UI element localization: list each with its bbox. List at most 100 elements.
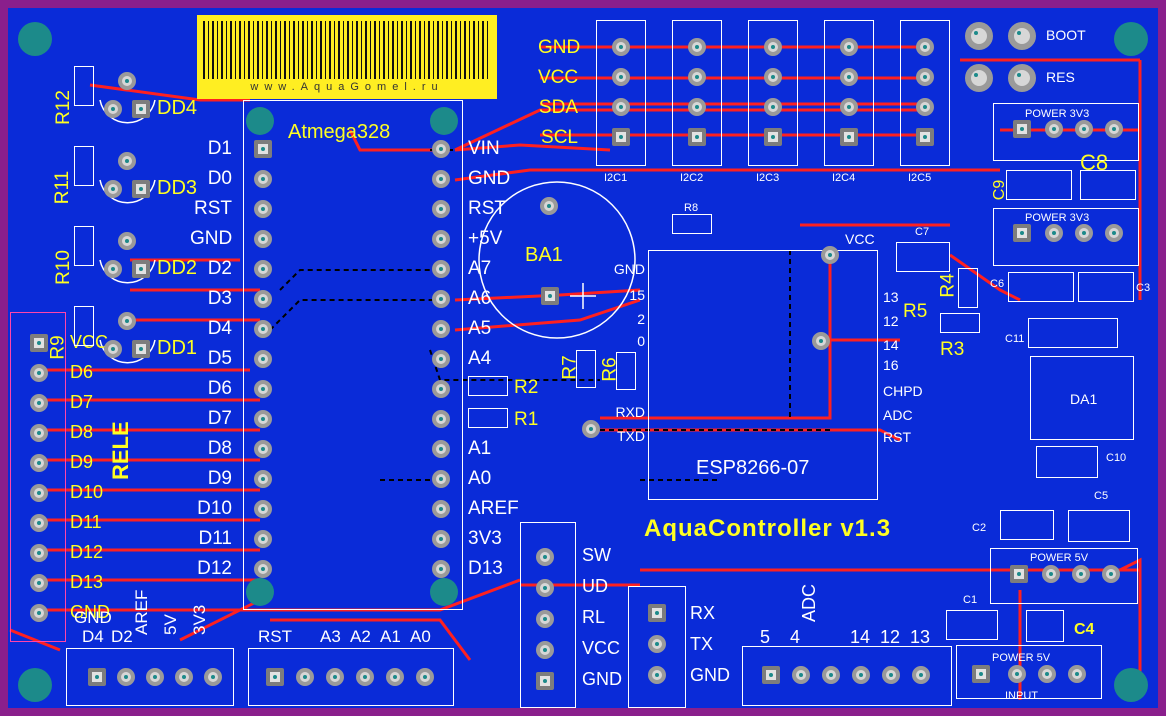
pin-pad bbox=[1075, 224, 1093, 242]
header-label: VCC bbox=[582, 638, 621, 658]
pin-pad bbox=[648, 666, 666, 684]
pin-pad bbox=[688, 38, 706, 56]
resistor-label: R10 bbox=[52, 250, 74, 285]
i2c-label: I2C1 bbox=[604, 172, 628, 184]
pin-pad bbox=[812, 332, 830, 350]
power-module bbox=[993, 103, 1139, 161]
pin-pad bbox=[30, 604, 48, 622]
i2c-pin-label: VCC bbox=[538, 67, 579, 88]
header-label: TX bbox=[690, 634, 714, 654]
mcu-pin-label: D4 bbox=[207, 318, 232, 339]
pin-pad bbox=[88, 668, 106, 686]
pin-pad bbox=[296, 668, 314, 686]
esp-pin-label: 15 bbox=[629, 287, 645, 303]
pin-pad bbox=[688, 68, 706, 86]
header-label: A3 bbox=[320, 627, 341, 646]
capacitor-outline bbox=[1078, 272, 1134, 302]
pin-pad bbox=[30, 334, 48, 352]
pin-pad bbox=[1038, 665, 1056, 683]
resistor-outline bbox=[468, 376, 508, 396]
mcu-pin-label: A7 bbox=[468, 258, 492, 279]
pin-pad bbox=[916, 68, 934, 86]
rele-pin-label: D12 bbox=[70, 542, 104, 562]
pin-pad bbox=[916, 38, 934, 56]
pin-pad bbox=[432, 560, 450, 578]
pin-pad bbox=[1010, 565, 1028, 583]
mcu-pin-label: D5 bbox=[207, 348, 232, 369]
resistor-label: R9 bbox=[47, 335, 69, 360]
esp-pin-label: 0 bbox=[637, 333, 645, 349]
resistor-outline bbox=[468, 408, 508, 428]
pin-pad bbox=[1068, 665, 1086, 683]
rele-header-outline bbox=[10, 312, 66, 642]
power-module bbox=[993, 208, 1139, 266]
silk-outlines bbox=[99, 99, 636, 364]
pin-pad bbox=[432, 200, 450, 218]
cap-label: C5 bbox=[1094, 490, 1109, 502]
i2c-header-outline bbox=[596, 20, 646, 166]
battery-label: BA1 bbox=[525, 244, 563, 266]
mcu-pin-label: VIN bbox=[468, 138, 500, 159]
header-label: AREF bbox=[132, 589, 151, 635]
pin-pad bbox=[840, 128, 858, 146]
pin-pad bbox=[254, 530, 272, 548]
pin-pad bbox=[30, 364, 48, 382]
pin-pad bbox=[764, 98, 782, 116]
mcu-pin-label: AREF bbox=[468, 498, 519, 519]
cap-label: C7 bbox=[915, 226, 930, 238]
pin-pad bbox=[254, 140, 272, 158]
transistor-label: DD3 bbox=[157, 177, 198, 199]
i2c-label: I2C5 bbox=[908, 172, 932, 184]
resistor-outline bbox=[958, 268, 978, 308]
rele-pin-label: D9 bbox=[70, 452, 94, 472]
capacitor-outline bbox=[946, 610, 998, 640]
esp-footprint bbox=[648, 250, 878, 500]
pin-pad bbox=[118, 72, 136, 90]
i2c-header-outline bbox=[748, 20, 798, 166]
rele-pin-label: D11 bbox=[70, 512, 102, 532]
pin-pad bbox=[254, 470, 272, 488]
pin-pad bbox=[118, 232, 136, 250]
rele-pin-label: GND bbox=[70, 602, 110, 622]
power-module bbox=[956, 645, 1102, 699]
esp-pin-label: ADC bbox=[883, 407, 913, 423]
cap-label: C2 bbox=[972, 522, 987, 534]
pin-pad bbox=[432, 170, 450, 188]
power-label: POWER 5V bbox=[1030, 552, 1089, 564]
resistor-outline bbox=[940, 313, 980, 333]
rele-pin-label: D13 bbox=[70, 572, 104, 592]
power-label: POWER 3V3 bbox=[1025, 108, 1090, 120]
pin-pad bbox=[1105, 224, 1123, 242]
resistor-outline bbox=[74, 226, 94, 266]
mcu-pin-label: D0 bbox=[207, 168, 232, 189]
capacitor-outline bbox=[1006, 170, 1072, 200]
transistor-label: DD1 bbox=[157, 337, 198, 359]
pin-pad bbox=[175, 668, 193, 686]
rele-pin-label: D8 bbox=[70, 422, 94, 442]
pin-pad bbox=[612, 38, 630, 56]
pin-pad bbox=[764, 128, 782, 146]
pin-pad bbox=[432, 320, 450, 338]
pin-pad bbox=[792, 666, 810, 684]
mcu-pin-label: D2 bbox=[207, 258, 232, 279]
pin-pad bbox=[30, 514, 48, 532]
pin-pad bbox=[30, 424, 48, 442]
esp-pin-label: RXD bbox=[615, 404, 645, 420]
pin-pad bbox=[254, 350, 272, 368]
resistor-outline bbox=[576, 350, 596, 388]
mcu-pin-label: A0 bbox=[468, 468, 492, 489]
mcu-pin-label: RST bbox=[468, 198, 506, 219]
pin-pad bbox=[104, 340, 122, 358]
mcu-pin-label: A4 bbox=[468, 348, 492, 369]
power-module bbox=[990, 548, 1138, 604]
pin-pad bbox=[1013, 224, 1031, 242]
rele-pin-label: D6 bbox=[70, 362, 94, 382]
pin-pad bbox=[104, 180, 122, 198]
barcode: www.AquaGomel.ru bbox=[197, 15, 497, 99]
pin-pad bbox=[254, 200, 272, 218]
rele-pin-label: VCC bbox=[70, 332, 109, 352]
header-outline bbox=[742, 646, 952, 706]
mount-hole bbox=[18, 668, 52, 702]
esp-pin-label: CHPD bbox=[883, 383, 923, 399]
